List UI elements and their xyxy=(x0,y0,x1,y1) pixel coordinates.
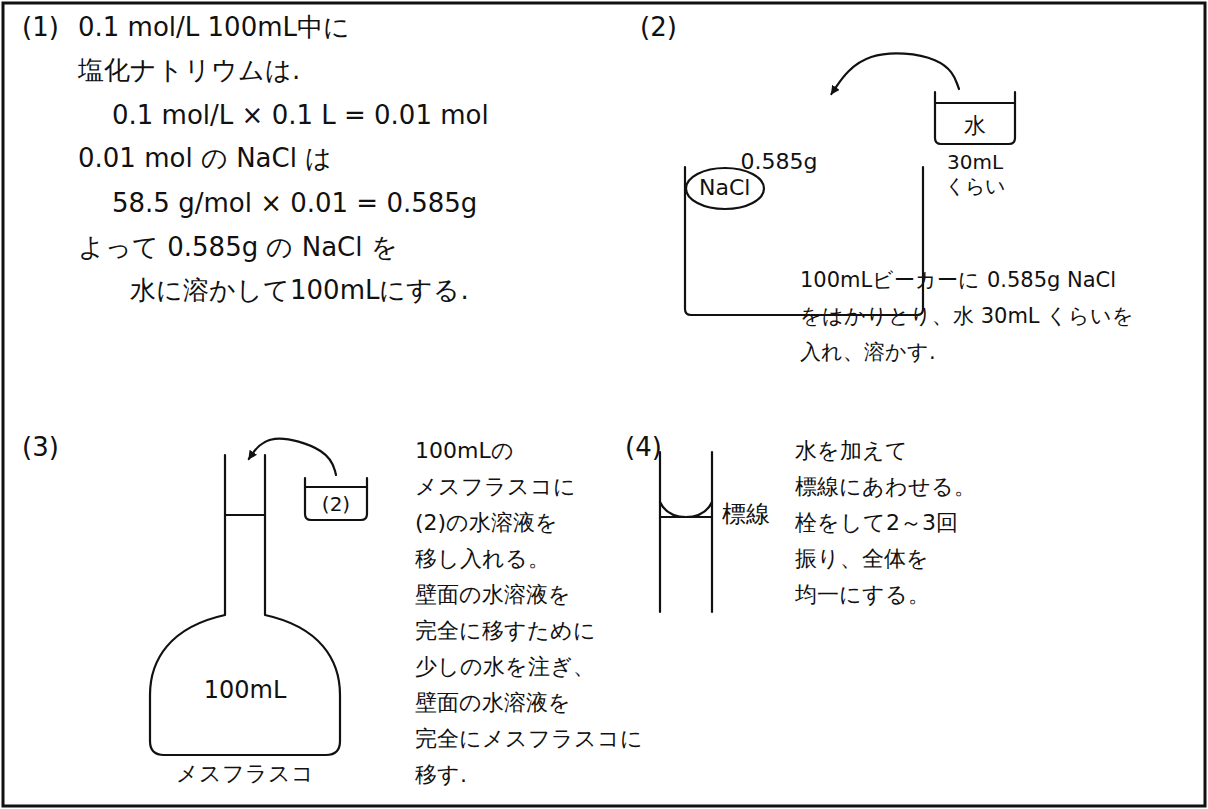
shape-lines xyxy=(150,455,340,755)
instruction-text: 完全に移すために xyxy=(415,618,596,644)
instruction-text: 完全にメスフラスコに xyxy=(415,726,643,752)
calculation-text: よって 0.585g の NaCl を xyxy=(78,232,398,263)
calculation-text: 0.1 mol/L × 0.1 L = 0.01 mol xyxy=(112,100,489,131)
instruction-text: 振り、全体を xyxy=(795,546,929,572)
instruction-text: 壁面の水溶液を xyxy=(415,690,571,716)
beaker-wall xyxy=(935,92,1015,144)
shape-lines xyxy=(685,167,923,315)
flask-outline xyxy=(150,455,340,755)
instruction-text: 標線にあわせる。 xyxy=(795,474,976,500)
water-level xyxy=(935,102,1015,104)
instruction-text: 100mLの xyxy=(415,438,514,464)
beaker-wall xyxy=(685,167,923,315)
instruction-text: 入れ、溶かす. xyxy=(800,340,936,365)
calculation-text: 58.5 g/mol × 0.01 = 0.585g xyxy=(112,188,477,219)
volume-label: 100mL xyxy=(204,676,287,705)
substance-label: NaCl xyxy=(699,175,750,201)
instruction-text: をはかりとり、水 30mL くらいを xyxy=(800,304,1134,329)
transfer-arrow xyxy=(831,53,959,94)
beaker-small: 水30mL くらい xyxy=(935,92,1015,144)
graduation-label: 標線 xyxy=(722,500,770,529)
instruction-text: 栓をして2～3回 xyxy=(795,510,958,536)
water-level xyxy=(305,486,367,488)
instruction-text: 均一にする。 xyxy=(795,582,930,608)
transfer-arrow xyxy=(249,439,336,475)
flask-name: メスフラスコ xyxy=(176,761,314,787)
shape-lines xyxy=(305,478,367,520)
beaker-large: NaCl0.585g xyxy=(660,88,898,236)
instruction-text: 壁面の水溶液を xyxy=(415,582,571,608)
step-number: (3) xyxy=(22,432,59,463)
beaker-small: (2) xyxy=(305,478,367,520)
step-number: (4) xyxy=(625,432,662,463)
instruction-text: 100mLビーカーに 0.585g NaCl xyxy=(800,268,1116,293)
volume-label: 30mL くらい xyxy=(933,150,1017,198)
shape-lines xyxy=(935,92,1015,144)
instruction-text: 移し入れる。 xyxy=(415,546,550,572)
step-reference: (2) xyxy=(322,492,350,516)
meniscus xyxy=(660,502,712,517)
neck-wall xyxy=(711,452,713,612)
calculation-text: 水に溶かして100mLにする. xyxy=(130,275,469,306)
calculation-text: 塩化ナトリウムは. xyxy=(78,55,300,86)
calculation-text: 0.1 mol/L 100mL中に xyxy=(78,12,350,43)
instruction-text: 水を加えて xyxy=(795,438,908,464)
step-number: (1) xyxy=(22,12,59,43)
instruction-text: 移す. xyxy=(415,762,467,788)
outer-frame xyxy=(3,3,1205,806)
instruction-text: メスフラスコに xyxy=(415,474,576,500)
water-label: 水 xyxy=(964,113,986,139)
flask-neck-figure xyxy=(660,452,712,612)
step-number: (2) xyxy=(640,12,677,43)
volumetric-flask: 100mLメスフラスコ xyxy=(150,455,340,755)
mass-label: 0.585g xyxy=(741,149,818,175)
neck-wall xyxy=(659,452,661,612)
instruction-text: (2)の水溶液を xyxy=(415,510,558,536)
instruction-text: 少しの水を注ぎ、 xyxy=(415,654,595,680)
beaker-wall xyxy=(305,478,367,520)
graduation-line xyxy=(225,514,265,516)
flask-wall xyxy=(150,455,340,755)
calculation-text: 0.01 mol の NaCl は xyxy=(78,143,332,174)
